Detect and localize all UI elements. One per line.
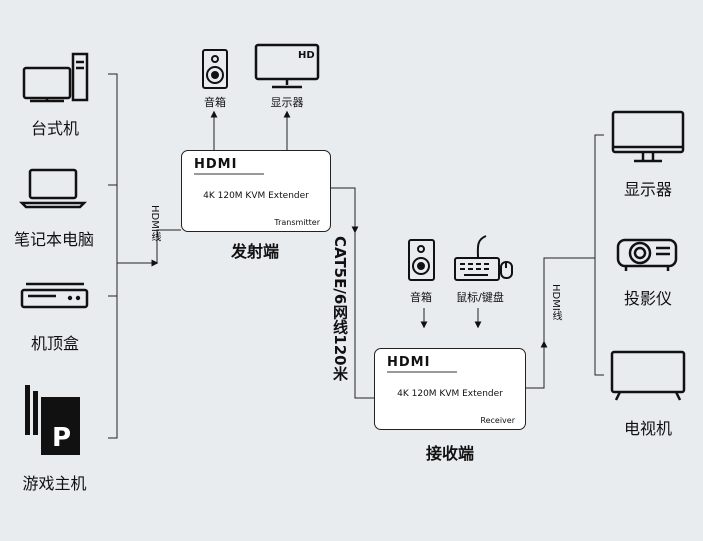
output-display-icon [611, 110, 685, 163]
tx-logo-underline [194, 173, 264, 175]
tx-product-title: 4K 120M KVM Extender [203, 191, 309, 201]
hdmi-in-cable-label: HDMI线 [149, 205, 160, 242]
rx-logo-underline [387, 371, 457, 373]
rx-role-text: Receiver [480, 416, 515, 425]
receiver-label: 接收端 [425, 444, 474, 463]
output-display-label: 显示器 [623, 180, 672, 199]
tx-speaker-label: 音箱 [204, 96, 226, 109]
projector-label: 投影仪 [623, 289, 672, 308]
game-console-icon: P [25, 385, 80, 455]
projector-icon [616, 238, 678, 271]
rx-speaker-icon [408, 239, 435, 281]
tx-monitor-label: 显示器 [270, 96, 304, 109]
laptop-icon [18, 168, 88, 209]
rx-speaker-label: 音箱 [410, 291, 432, 304]
receiver-box: HDMI 4K 120M KVM Extender Receiver [374, 348, 526, 430]
transmitter-box: HDMI 4K 120M KVM Extender Transmitter [181, 150, 331, 232]
cat-cable-label: CAT5E/6网线120米 [331, 236, 349, 381]
settop-box-icon [20, 282, 89, 309]
svg-text:P: P [52, 423, 71, 453]
keyboard-icon [454, 235, 500, 281]
transmitter-label: 发射端 [230, 242, 279, 261]
game-console-label: 游戏主机 [22, 474, 87, 493]
laptop-label: 笔记本电脑 [13, 230, 94, 249]
rx-product-title: 4K 120M KVM Extender [397, 389, 503, 399]
tx-hdmi-logo: HDMI [194, 157, 238, 172]
mouse-icon [500, 261, 513, 279]
rx-hdmi-logo: HDMI [387, 355, 431, 370]
settop-box-label: 机顶盒 [30, 334, 79, 353]
tx-monitor-badge: HD [298, 50, 315, 61]
rx-mouse-keyboard-label: 鼠标/键盘 [456, 291, 504, 304]
settop-box-buttons-icon [67, 295, 81, 301]
tv-icon [610, 350, 686, 401]
tv-label: 电视机 [623, 419, 672, 438]
tx-role-text: Transmitter [274, 218, 320, 227]
tx-speaker-icon [202, 49, 228, 89]
desktop-label: 台式机 [30, 119, 79, 138]
desktop-icon [22, 52, 89, 103]
hdmi-out-cable-label: HDMI线 [550, 284, 561, 321]
tx-monitor-icon [254, 43, 320, 89]
